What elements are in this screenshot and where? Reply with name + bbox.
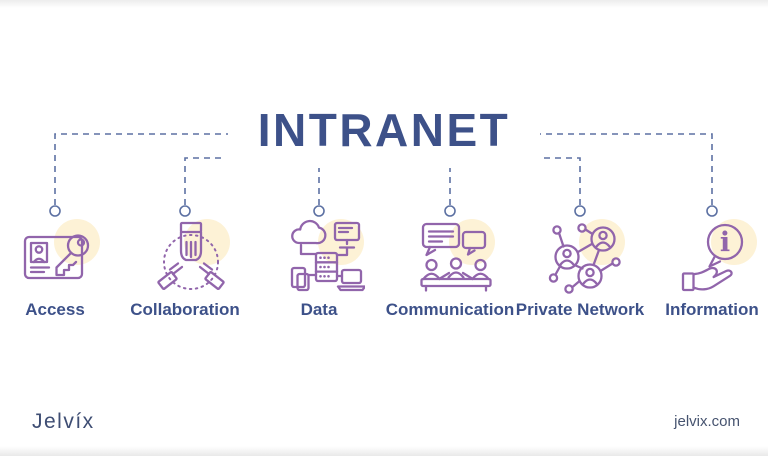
item-collaboration: Collaboration — [119, 217, 251, 320]
highlight-circle — [449, 219, 495, 265]
meeting-speech-bubbles-icon — [420, 222, 492, 292]
item-label: Private Network — [515, 300, 645, 319]
page-title: INTRANET — [257, 104, 511, 156]
joined-hands-icon — [157, 221, 225, 291]
access-icon-wrap — [21, 217, 101, 297]
item-label: Information — [665, 300, 759, 319]
item-label: Access — [25, 300, 85, 319]
item-information: i Information — [646, 217, 768, 320]
connected-users-network-icon — [548, 223, 621, 294]
item-private-network: Private Network — [514, 217, 646, 320]
data-icon-wrap — [285, 217, 365, 297]
item-label: Collaboration — [130, 300, 240, 319]
collaboration-icon-wrap — [151, 217, 231, 297]
id-card-key-icon — [23, 234, 90, 280]
information-icon-wrap: i — [678, 217, 758, 297]
hand-holding-info-icon: i — [681, 223, 744, 292]
cloud-devices-network-icon — [290, 219, 365, 292]
item-data: Data — [253, 217, 385, 320]
item-access: Access — [0, 217, 121, 320]
item-communication: Communication — [384, 217, 516, 320]
svg-text:i: i — [720, 227, 730, 258]
website-link[interactable]: jelvix.com — [674, 413, 740, 430]
item-label: Communication — [385, 300, 515, 319]
jelvix-logo: Jelvíx — [32, 410, 95, 433]
private-network-icon-wrap — [546, 217, 626, 297]
item-label: Data — [300, 300, 338, 319]
communication-icon-wrap — [416, 217, 496, 297]
